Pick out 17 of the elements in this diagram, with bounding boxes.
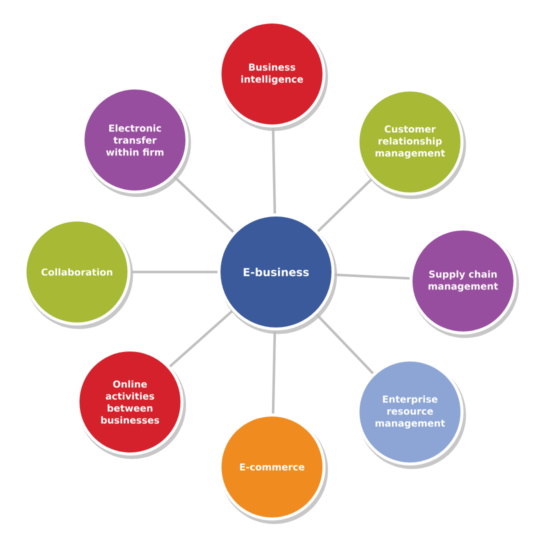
circle-node: Supply chain management — [410, 227, 519, 338]
circle-node: E-business — [218, 213, 337, 334]
connector-line — [130, 270, 218, 274]
connector-line — [272, 330, 276, 414]
connector-line — [316, 313, 374, 374]
circle-node: Online activities between businesses — [76, 348, 186, 459]
circle-node: Business intelligence — [218, 20, 328, 131]
circle-node: Customer relationship management — [356, 88, 466, 199]
circle-node: E-commerce — [218, 413, 328, 524]
circle-node: Electronic transfer within firm — [82, 86, 191, 197]
connector-line — [334, 274, 410, 280]
circle-node: Enterprise resource management — [356, 358, 466, 469]
circle-node: Collaboration — [24, 218, 133, 329]
connector-line — [272, 127, 276, 214]
connector-line — [173, 176, 234, 233]
connector-line — [317, 178, 372, 232]
connector-line — [169, 310, 234, 368]
